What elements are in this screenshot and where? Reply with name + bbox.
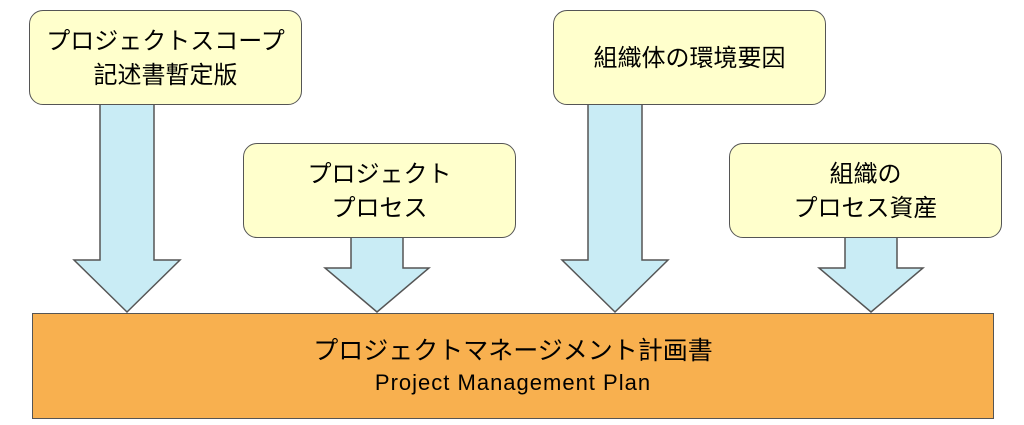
arrow-1 [72, 100, 182, 314]
input-box-line-1: 組織体の環境要因 [593, 43, 786, 72]
output-subtitle: Project Management Plan [374, 370, 652, 395]
output-box-project-management-plan: プロジェクトマネージメント計画書 Project Management Plan [32, 313, 994, 419]
input-box-project-process: プロジェクト プロセス [243, 143, 516, 238]
arrow-3 [560, 100, 670, 314]
input-box-line-2: プロセス資産 [793, 193, 938, 222]
input-box-enterprise-environmental-factors: 組織体の環境要因 [553, 10, 826, 105]
input-box-line-1: プロジェクトスコープ [46, 26, 285, 55]
input-box-line-1: 組織の [829, 159, 902, 188]
input-box-line-2: 記述書暫定版 [93, 60, 238, 89]
input-box-line-2: プロセス [331, 193, 428, 222]
arrow-2 [323, 234, 431, 313]
output-title: プロジェクトマネージメント計画書 [313, 336, 713, 365]
input-box-line-1: プロジェクト [307, 159, 452, 188]
arrow-4 [817, 234, 925, 313]
input-box-organizational-process-assets: 組織の プロセス資産 [729, 143, 1002, 238]
input-box-project-scope-statement: プロジェクトスコープ 記述書暫定版 [29, 10, 302, 105]
